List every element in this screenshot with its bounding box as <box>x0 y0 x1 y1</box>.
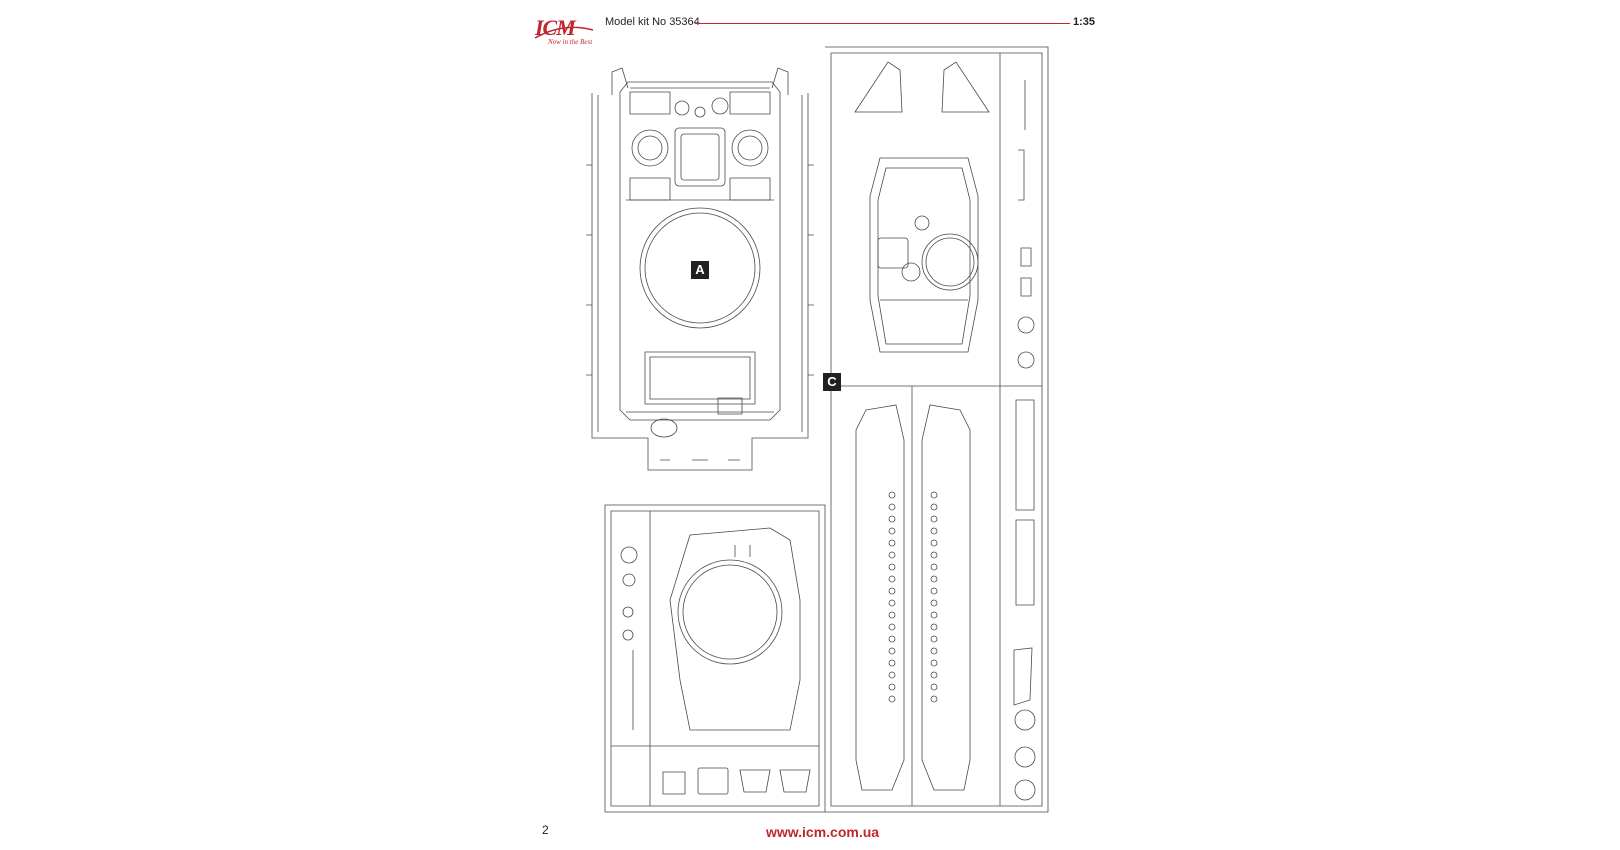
bolt-mark <box>889 612 895 618</box>
bolt-mark <box>889 516 895 522</box>
kit-scale: 1:35 <box>1073 16 1096 28</box>
bolt-mark <box>889 648 895 654</box>
kit-number: Model kit No 35364 <box>605 16 700 28</box>
bolt-mark <box>931 612 937 618</box>
bolt-mark <box>889 492 895 498</box>
bolt-mark <box>889 552 895 558</box>
website-link[interactable]: www.icm.com.ua <box>766 824 880 840</box>
sprue-c-drawing <box>605 47 1048 812</box>
bolt-mark <box>889 660 895 666</box>
bolt-mark <box>931 696 937 702</box>
bolt-mark <box>931 552 937 558</box>
bolt-mark <box>931 648 937 654</box>
bolt-mark <box>931 576 937 582</box>
bolt-mark <box>889 696 895 702</box>
bolt-mark <box>889 540 895 546</box>
bolt-mark <box>931 636 937 642</box>
bolt-mark <box>889 636 895 642</box>
brand-tagline: Now in the Best <box>548 38 593 46</box>
icm-logo <box>534 26 594 39</box>
page-number: 2 <box>542 823 549 837</box>
bolt-mark <box>889 624 895 630</box>
bolt-mark <box>931 588 937 594</box>
brand-name: ICM <box>535 15 576 40</box>
bolt-mark <box>931 660 937 666</box>
bolt-mark <box>931 504 937 510</box>
bolt-mark <box>889 588 895 594</box>
bolt-mark <box>931 492 937 498</box>
bolt-mark <box>889 528 895 534</box>
bolt-mark <box>889 576 895 582</box>
bolt-mark <box>931 516 937 522</box>
bolt-mark <box>889 504 895 510</box>
bolt-mark <box>931 600 937 606</box>
sprue-label-a: A <box>691 261 709 279</box>
bolt-mark <box>931 624 937 630</box>
bolt-mark <box>931 564 937 570</box>
bolt-mark <box>931 672 937 678</box>
sprue-a-drawing <box>586 68 814 470</box>
bolt-mark <box>889 684 895 690</box>
bolt-mark <box>889 600 895 606</box>
bolt-mark <box>889 672 895 678</box>
sprue-label-c: C <box>823 373 841 391</box>
bolt-mark <box>931 684 937 690</box>
header-rule <box>695 23 1070 24</box>
bolt-mark <box>931 528 937 534</box>
bolt-mark <box>889 564 895 570</box>
bolt-mark <box>931 540 937 546</box>
